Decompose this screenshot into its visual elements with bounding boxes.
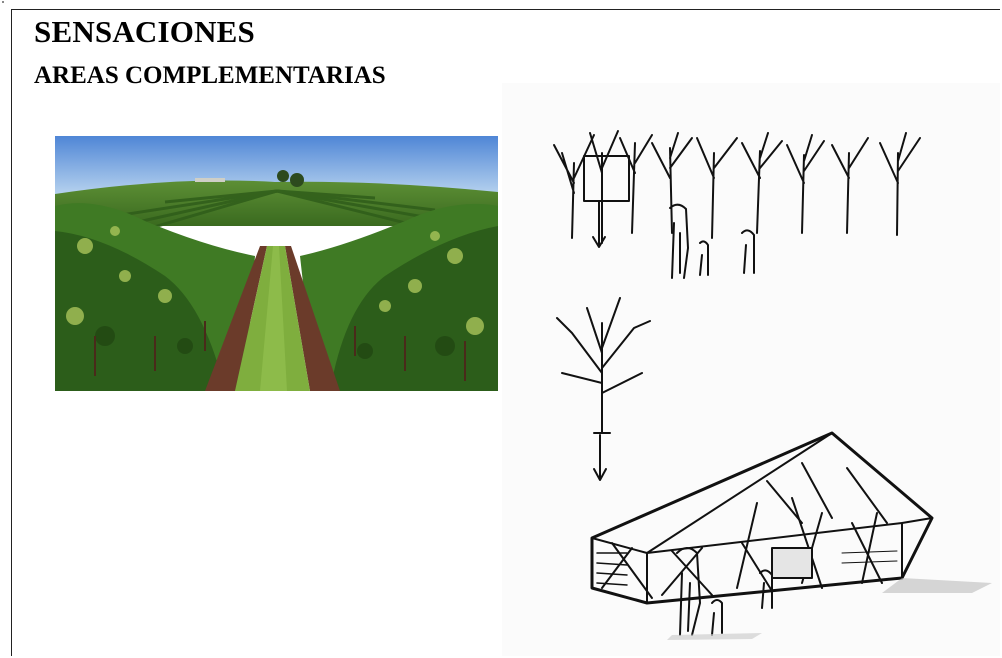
slide-title: SENSACIONES (34, 14, 256, 49)
pavilion-sketch (590, 431, 934, 605)
sketch-drawing (553, 130, 992, 640)
vineyard-image (55, 136, 498, 391)
architectural-sketch (502, 83, 1000, 656)
vineyard-photo (55, 136, 498, 391)
corner-mark (2, 1, 4, 3)
slide-subtitle: AREAS COMPLEMENTARIAS (34, 62, 386, 89)
sign-icon (583, 155, 630, 202)
tree-row (553, 130, 921, 244)
slide-frame (11, 9, 1000, 656)
